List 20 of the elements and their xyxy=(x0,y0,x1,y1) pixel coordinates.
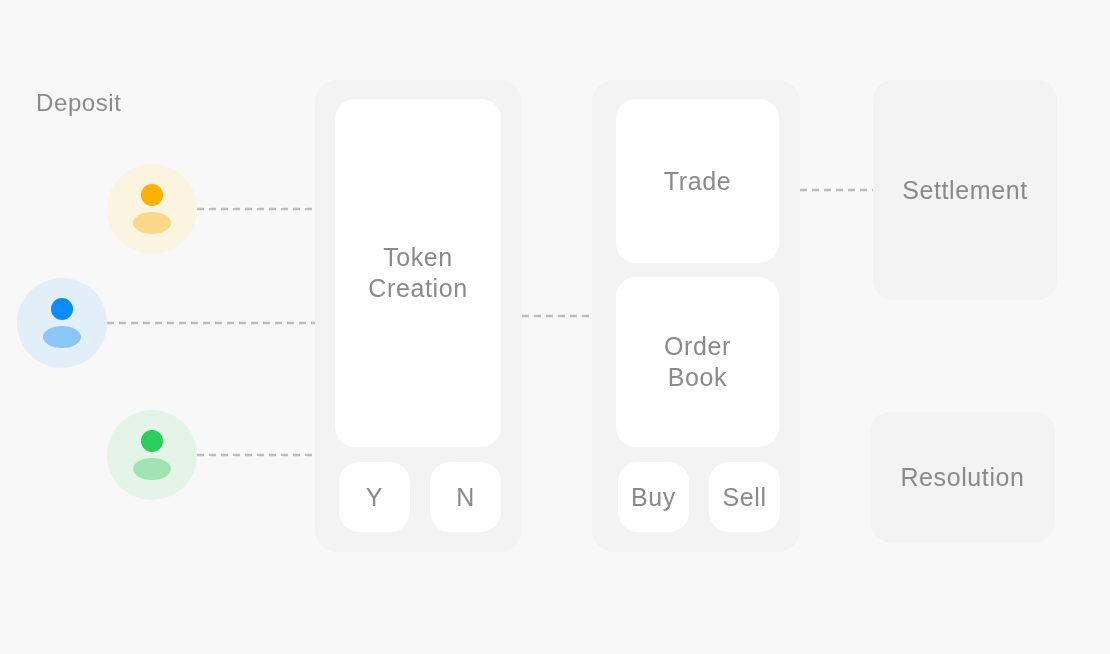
person-avatar-icon xyxy=(107,164,197,254)
dashed-connector xyxy=(522,314,592,318)
dashed-connector xyxy=(107,321,315,325)
group-panel xyxy=(592,80,800,552)
stage-box xyxy=(873,80,1057,300)
box-label: Settlement xyxy=(902,174,1028,206)
section-heading: Deposit xyxy=(36,89,122,117)
box-label: Sell xyxy=(722,481,767,513)
box-label: Resolution xyxy=(900,461,1025,493)
box-label: Y xyxy=(365,481,384,513)
person-avatar-icon xyxy=(107,410,197,500)
group-panel xyxy=(315,80,522,552)
dashed-connector xyxy=(197,207,315,211)
box-label: Trade xyxy=(663,165,732,197)
box-label: Order Book xyxy=(663,331,732,393)
dashed-connector xyxy=(197,453,315,457)
box-label: N xyxy=(456,481,475,513)
box-label: Token Creation xyxy=(367,242,469,304)
box-label: Buy xyxy=(631,481,676,513)
person-avatar-icon xyxy=(17,278,107,368)
